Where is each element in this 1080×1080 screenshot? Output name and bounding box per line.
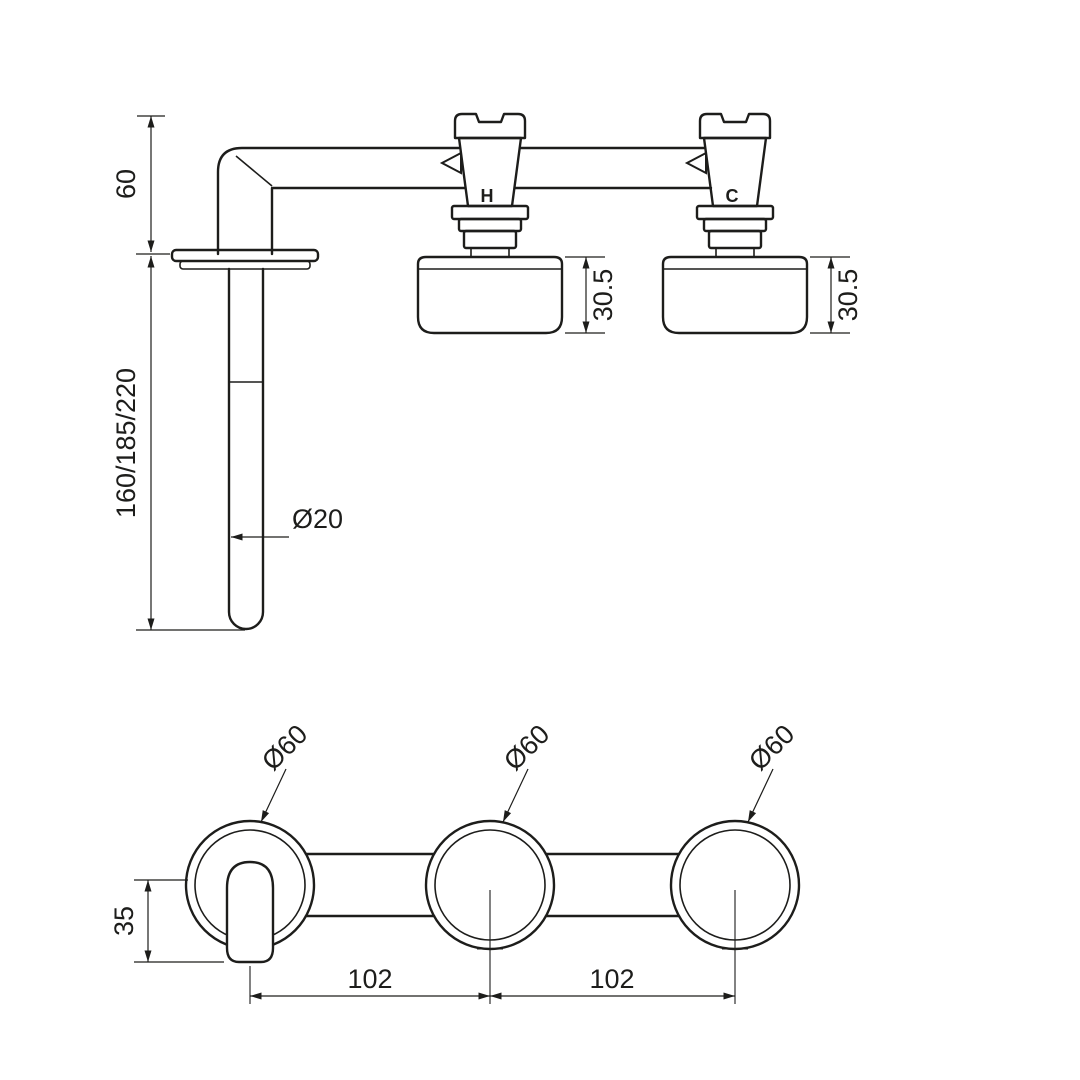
center-lines: [249, 890, 748, 1004]
spout-elbow-miter-line: [235, 155, 273, 187]
dim-spout-flange-diameter: Ø60: [256, 719, 313, 823]
spout-wall-flange: [170, 248, 320, 263]
hot-handle-top: [453, 112, 527, 140]
dim-tube-diameter: Ø20: [231, 504, 343, 541]
dim-spout-outlet-offset-label: 35: [109, 906, 139, 936]
hot-bonnet-ring-3: [462, 229, 518, 250]
cold-flow-arrow-icon: [684, 151, 707, 175]
dim-hot-flange-depth: 30.5: [565, 256, 618, 334]
cold-flange: [661, 255, 809, 335]
spout-side-view: [170, 146, 467, 631]
hot-flange: [416, 255, 564, 335]
front-view: Ø60 Ø60 Ø60 35 102 102: [109, 719, 800, 1004]
spout-outline-top: [216, 146, 461, 256]
cold-valve: C: [661, 112, 809, 335]
spout-down-tube: [227, 267, 265, 631]
dim-spout-height: 60: [111, 115, 170, 255]
dim-cold-flange-depth: 30.5: [810, 256, 863, 334]
dim-hot-flange-diameter: Ø60: [498, 719, 555, 823]
hot-label: H: [481, 186, 494, 206]
dim-spout-flange-diameter-label: Ø60: [256, 719, 313, 776]
dim-cold-flange-depth-label: 30.5: [833, 269, 863, 322]
side-view: H C 60: [111, 112, 863, 631]
dim-spacing-right-label: 102: [589, 964, 634, 994]
dim-spout-height-label: 60: [111, 169, 141, 199]
dim-hot-flange-depth-label: 30.5: [588, 269, 618, 322]
cold-bonnet-ring-3: [707, 229, 763, 250]
spout-tube-front: [225, 860, 275, 964]
cold-label: C: [726, 186, 739, 206]
spout-outline-bottom: [270, 186, 467, 256]
dim-spout-outlet-offset: 35: [109, 879, 224, 963]
dim-hot-flange-diameter-label: Ø60: [498, 719, 555, 776]
dim-spout-lengths: 160/185/220: [111, 256, 245, 631]
connecting-pipe: [513, 146, 713, 190]
cold-bonnet-ring-2: [702, 217, 768, 233]
cold-valve-neck: [715, 247, 755, 258]
dim-spout-lengths-label: 160/185/220: [111, 368, 141, 518]
spout-wall-flange-lip: [179, 260, 311, 270]
cold-bonnet-ring-1: [695, 204, 775, 221]
dim-cold-flange-diameter-label: Ø60: [743, 719, 800, 776]
mounting-body: [304, 852, 681, 918]
dim-spacing-left-label: 102: [347, 964, 392, 994]
dim-hole-spacing: 102 102: [250, 964, 735, 1000]
cold-handle-top: [698, 112, 772, 140]
dim-cold-flange-diameter: Ø60: [743, 719, 800, 823]
hot-bonnet-ring-2: [457, 217, 523, 233]
hot-bonnet-ring-1: [450, 204, 530, 221]
dim-tube-diameter-label: Ø20: [292, 504, 343, 534]
hot-valve: H: [416, 112, 564, 335]
hot-valve-neck: [470, 247, 510, 258]
hot-flow-arrow-icon: [439, 151, 462, 175]
